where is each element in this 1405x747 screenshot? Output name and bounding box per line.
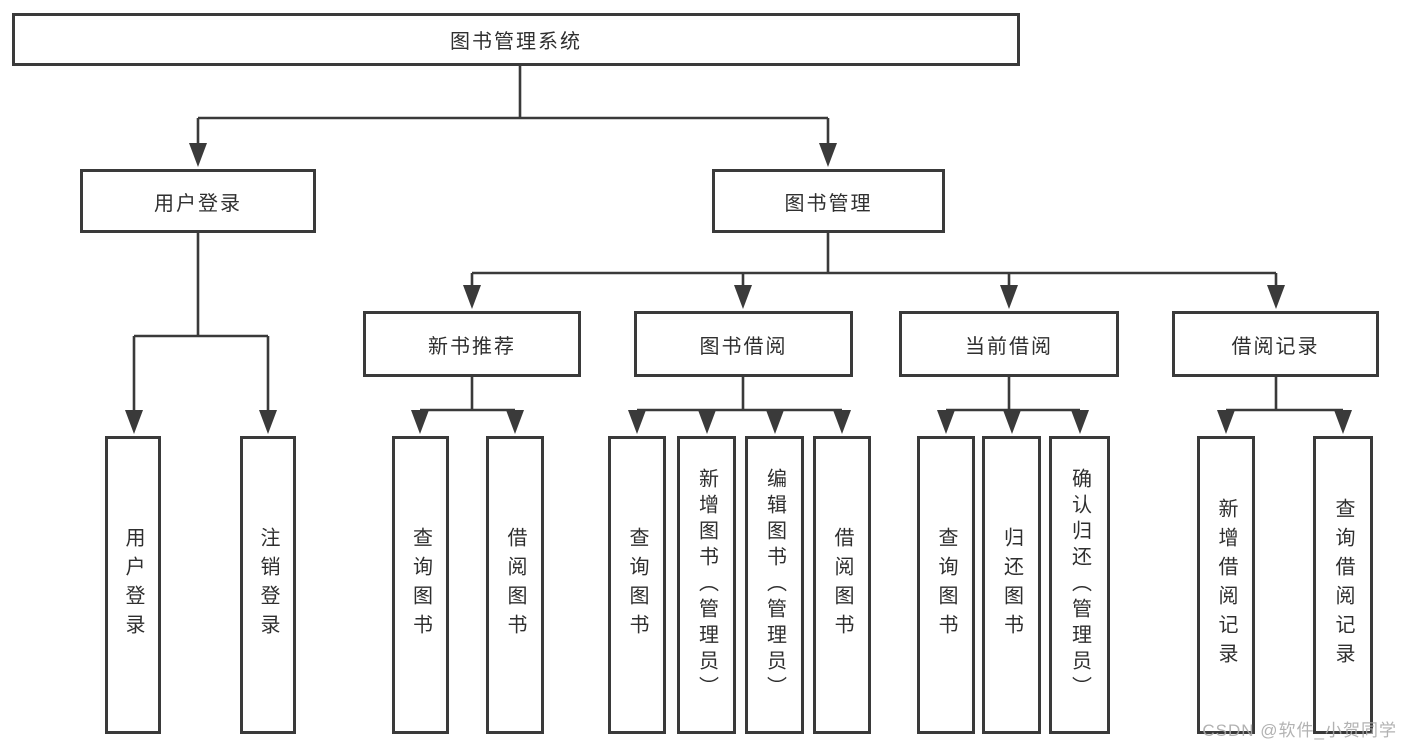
node-leaf-nb-query-books-label: 查询图书 xyxy=(409,527,432,643)
node-leaf-logout: 注销登录 xyxy=(240,436,296,734)
node-leaf-bb-add-books: 新增图书（管理员） xyxy=(677,436,736,734)
node-leaf-br-add-record: 新增借阅记录 xyxy=(1197,436,1255,734)
node-leaf-bb-add-books-label: 新增图书（管理员） xyxy=(695,468,718,702)
node-leaf-bb-edit-books: 编辑图书（管理员） xyxy=(745,436,804,734)
node-borrow-record-label: 借阅记录 xyxy=(1231,335,1320,358)
node-book-mgmt: 图书管理 xyxy=(712,169,945,233)
node-book-borrow-label: 图书借阅 xyxy=(699,335,788,358)
node-user-login-label: 用户登录 xyxy=(154,192,242,215)
node-current-borrow: 当前借阅 xyxy=(899,311,1119,377)
node-leaf-nb-borrow-books: 借阅图书 xyxy=(486,436,544,734)
node-leaf-cb-confirm-return-label: 确认归还（管理员） xyxy=(1068,468,1091,702)
node-leaf-br-add-record-label: 新增借阅记录 xyxy=(1215,498,1237,672)
node-leaf-bb-borrow-books-label: 借阅图书 xyxy=(831,527,853,643)
node-leaf-cb-confirm-return: 确认归还（管理员） xyxy=(1049,436,1110,734)
node-leaf-user-login: 用户登录 xyxy=(105,436,161,734)
node-root-label: 图书管理系统 xyxy=(450,31,582,53)
node-leaf-user-login-label: 用户登录 xyxy=(122,527,144,643)
node-book-mgmt-label: 图书管理 xyxy=(784,192,873,215)
node-leaf-cb-return-books-label: 归还图书 xyxy=(1000,527,1023,643)
node-current-borrow-label: 当前借阅 xyxy=(965,335,1053,358)
node-root: 图书管理系统 xyxy=(12,13,1020,66)
node-leaf-bb-query-books: 查询图书 xyxy=(608,436,666,734)
node-leaf-logout-label: 注销登录 xyxy=(257,527,279,643)
node-leaf-bb-borrow-books: 借阅图书 xyxy=(813,436,871,734)
node-borrow-record: 借阅记录 xyxy=(1172,311,1379,377)
node-leaf-cb-query-books: 查询图书 xyxy=(917,436,975,734)
node-new-book-rec-label: 新书推荐 xyxy=(428,335,516,358)
node-new-book-rec: 新书推荐 xyxy=(363,311,581,377)
node-leaf-bb-edit-books-label: 编辑图书（管理员） xyxy=(763,468,786,702)
node-book-borrow: 图书借阅 xyxy=(634,311,853,377)
node-leaf-bb-query-books-label: 查询图书 xyxy=(626,527,648,643)
node-user-login: 用户登录 xyxy=(80,169,316,233)
node-leaf-nb-query-books: 查询图书 xyxy=(392,436,449,734)
node-leaf-cb-return-books: 归还图书 xyxy=(982,436,1041,734)
csdn-watermark: CSDN @软件_小贺同学 xyxy=(1202,721,1397,740)
node-leaf-nb-borrow-books-label: 借阅图书 xyxy=(504,527,526,643)
node-leaf-br-query-record: 查询借阅记录 xyxy=(1313,436,1373,734)
node-leaf-cb-query-books-label: 查询图书 xyxy=(935,527,957,643)
node-leaf-br-query-record-label: 查询借阅记录 xyxy=(1332,498,1354,672)
